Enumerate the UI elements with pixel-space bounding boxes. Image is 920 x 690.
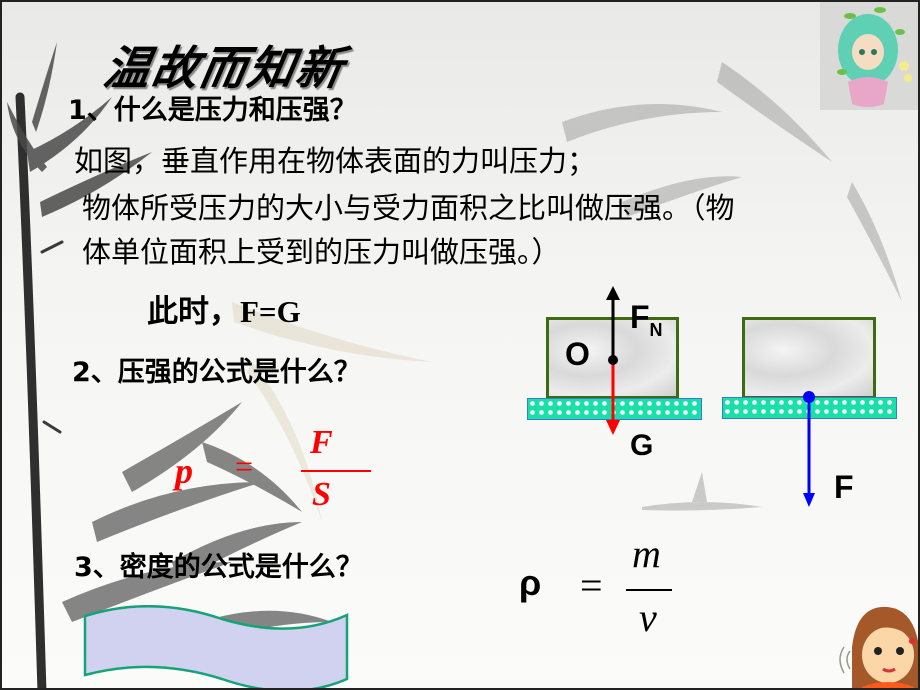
question-3: 3、密度的公式是什么？ xyxy=(74,552,363,583)
density-symbol: ρ xyxy=(519,562,542,603)
density-fraction-bar xyxy=(626,589,672,591)
denominator-volume: v xyxy=(639,595,657,640)
wave-banner-shape[interactable] xyxy=(82,605,352,690)
answer-1-line-3: 体单位面积上受到的压力叫做压强。） xyxy=(82,235,561,269)
numerator-force: F xyxy=(310,424,333,461)
fairy-character-image xyxy=(820,2,918,110)
density-equals-sign: = xyxy=(580,563,603,608)
denominator-area: S xyxy=(312,476,331,513)
pressure-symbol: p xyxy=(175,451,193,491)
center-point-label: O xyxy=(565,336,590,372)
numerator-mass: m xyxy=(632,531,661,576)
question-1: 1、什么是压力和压强？ xyxy=(68,95,357,126)
pressure-force-arrow xyxy=(803,391,815,507)
answer-1-line-2: 物体所受压力的大小与受力面积之比叫做压强。（物 xyxy=(82,191,735,225)
pressure-force-label: F xyxy=(834,469,854,505)
question-2: 2、压强的公式是什么？ xyxy=(72,357,361,388)
support-force-label: FN xyxy=(630,299,663,340)
gravity-label: G xyxy=(630,429,654,462)
fraction-bar xyxy=(301,470,371,472)
answer-1-line-1: 如图，垂直作用在物体表面的力叫压力； xyxy=(74,144,597,178)
equals-sign: = xyxy=(235,448,254,484)
force-arrows xyxy=(606,286,620,435)
girl-character-image xyxy=(839,606,918,688)
force-equality: 此时，F=G xyxy=(147,294,301,329)
